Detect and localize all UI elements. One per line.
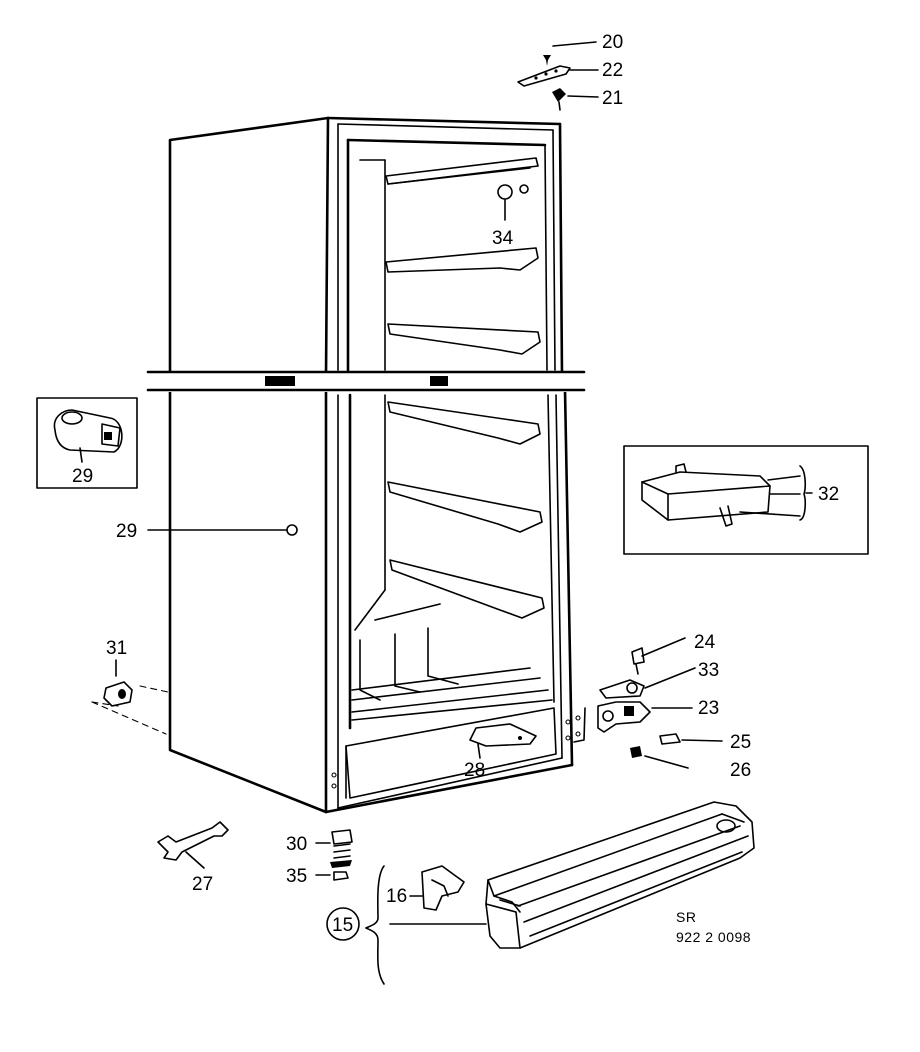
callout-25: 25: [730, 732, 751, 753]
reference-code: SR: [676, 909, 696, 925]
bottom-wire-rack: [351, 603, 553, 721]
callout-29-inset: 29: [72, 466, 93, 487]
callout-32: 32: [818, 484, 839, 505]
callout-15: 15: [332, 915, 353, 936]
refrigerator-cabinet: [140, 116, 588, 814]
callout-16: 16: [386, 886, 407, 907]
shelf-rails-upper: [385, 157, 541, 355]
shelf-rails-lower: [387, 401, 545, 619]
control-box-inset: [623, 445, 869, 555]
wrench-tool: [157, 821, 229, 869]
callout-33: 33: [698, 660, 719, 681]
callout-28: 28: [464, 760, 485, 781]
callout-20: 20: [602, 32, 623, 53]
adjustable-foot-front: [315, 829, 353, 881]
callout-27: 27: [192, 874, 213, 895]
adjustable-foot-left: [91, 659, 169, 735]
callout-35: 35: [286, 866, 307, 887]
callout-21: 21: [602, 88, 623, 109]
callout-24: 24: [694, 632, 716, 653]
bottom-hinge-group: [573, 637, 723, 769]
callout-30: 30: [286, 834, 307, 855]
capacitor-inset: [36, 397, 138, 489]
callout-23: 23: [698, 698, 719, 719]
callout-31: 31: [106, 638, 127, 659]
callout-29: 29: [116, 521, 137, 542]
reference-number: 922 2 0098: [676, 929, 751, 945]
callout-22: 22: [602, 60, 623, 81]
drawer-bracket: [469, 723, 537, 759]
door-handle-group: [365, 801, 755, 985]
callout-26: 26: [730, 760, 751, 781]
callout-34: 34: [492, 228, 514, 249]
callout-circle-15: [326, 907, 360, 941]
top-hinge-group: [517, 41, 599, 111]
